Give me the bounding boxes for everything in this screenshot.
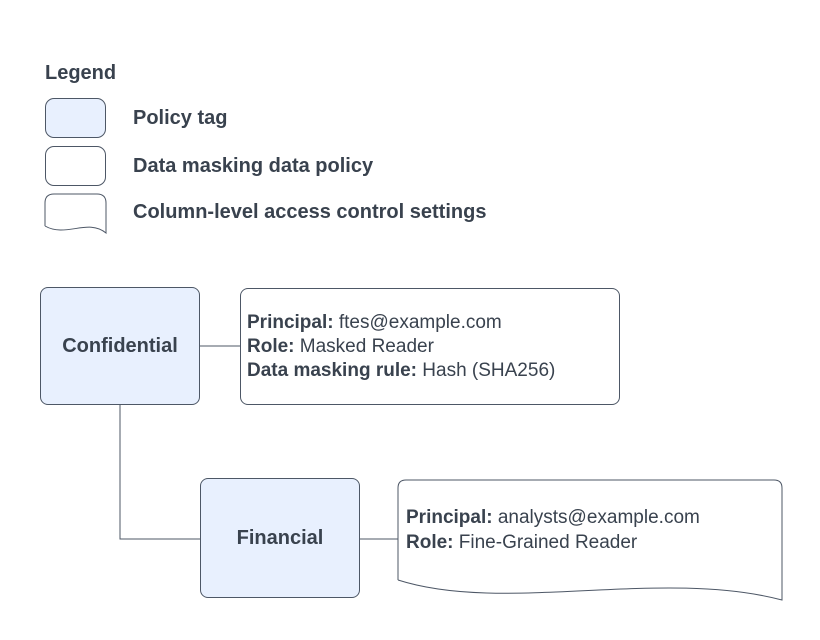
- legend-title: Legend: [45, 62, 117, 84]
- legend-item-column-access: Column-level access control settings: [133, 200, 487, 223]
- connector-confidential-to-financial: [119, 405, 200, 540]
- access-settings-document-shape: [397, 479, 783, 601]
- policy-masking-rule-line: Data masking rule: Hash (SHA256): [247, 359, 619, 383]
- settings-role-line: Role: Fine-Grained Reader: [406, 530, 778, 555]
- policy-tag-confidential-label: Confidential: [62, 334, 178, 357]
- access-settings-text: Principal: analysts@example.com Role: Fi…: [398, 480, 778, 580]
- policy-role-line: Role: Masked Reader: [247, 335, 619, 359]
- data-masking-policy-box: Principal: ftes@example.com Role: Masked…: [240, 288, 620, 405]
- legend-data-policy-swatch: [45, 146, 106, 186]
- policy-tag-financial-label: Financial: [236, 526, 324, 549]
- policy-principal-label: Principal:: [247, 311, 334, 333]
- settings-principal-value: analysts@example.com: [497, 507, 700, 528]
- settings-principal-line: Principal: analysts@example.com: [406, 505, 778, 530]
- policy-masking-rule-value: Hash (SHA256): [422, 359, 556, 381]
- legend-item-policy-tag: Policy tag: [133, 106, 228, 129]
- policy-masking-rule-label: Data masking rule:: [247, 359, 417, 381]
- policy-principal-line: Principal: ftes@example.com: [247, 311, 619, 335]
- settings-role-label: Role:: [406, 532, 454, 553]
- policy-tag-confidential: Confidential: [40, 287, 200, 405]
- policy-role-value: Masked Reader: [299, 335, 434, 357]
- policy-tag-financial: Financial: [200, 478, 360, 598]
- legend-policy-tag-swatch: [45, 98, 106, 138]
- legend-item-data-policy: Data masking data policy: [133, 154, 374, 177]
- settings-role-value: Fine-Grained Reader: [458, 532, 638, 553]
- policy-principal-value: ftes@example.com: [338, 311, 502, 333]
- settings-principal-label: Principal:: [406, 507, 493, 528]
- legend-document-swatch: [44, 193, 107, 235]
- policy-role-label: Role:: [247, 335, 295, 357]
